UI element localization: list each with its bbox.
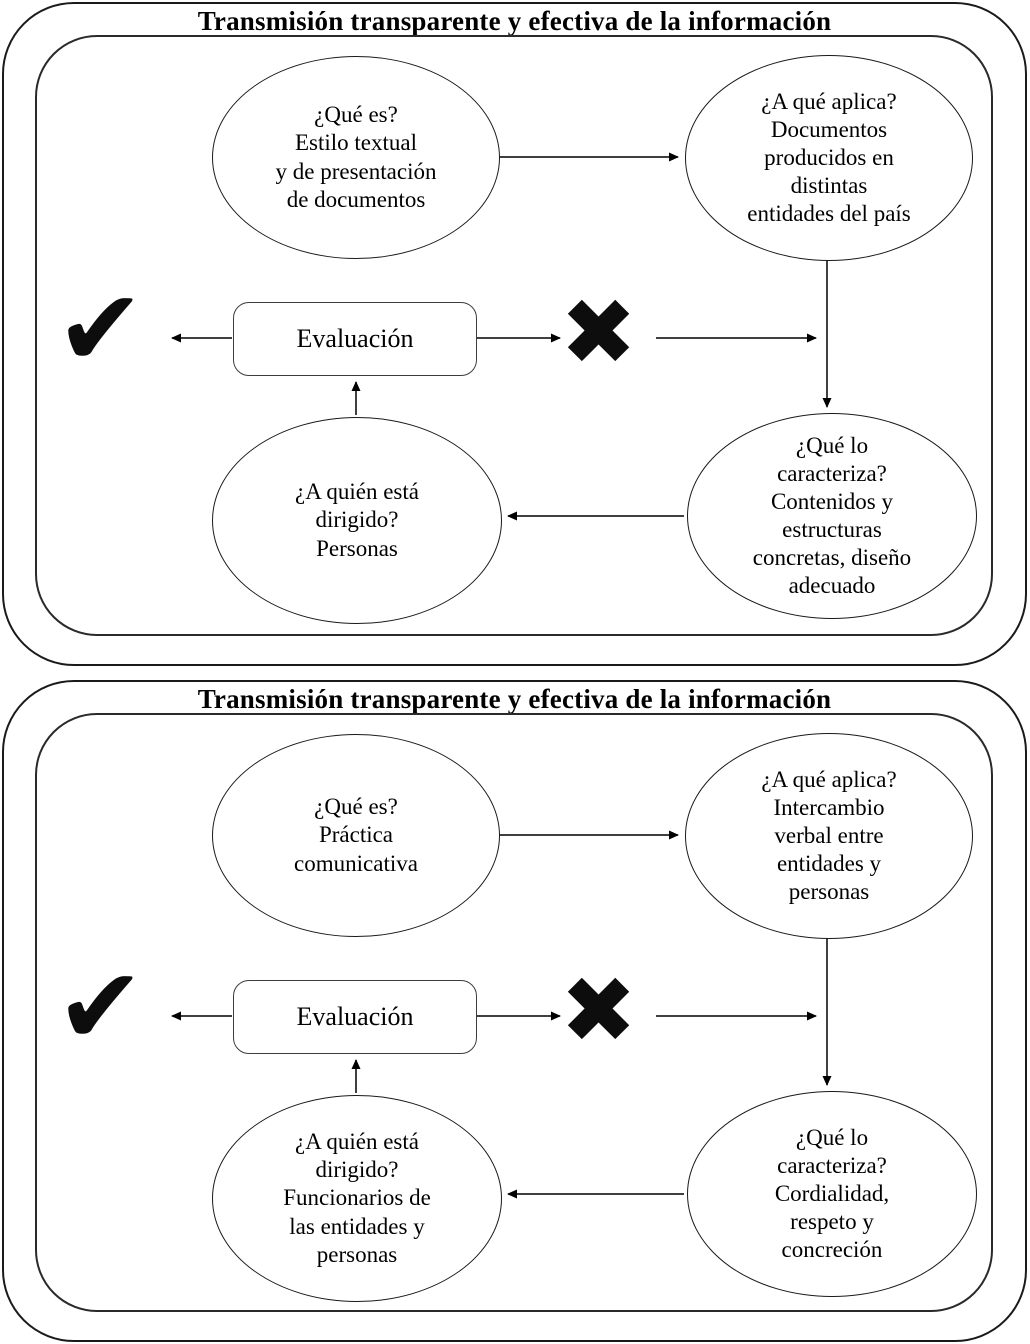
node-a-quien-dirigido: ¿A quién está dirigido? Personas	[212, 417, 502, 624]
connector-arrows-layer	[171, 152, 832, 521]
inner-frame	[35, 35, 993, 636]
panel-title: Transmisión transparente y efectiva de l…	[197, 684, 832, 714]
node-a-que-aplica: ¿A qué aplica? Documentos producidos en …	[685, 55, 973, 261]
cross-icon: ✖	[560, 957, 638, 1064]
evaluacion-box: Evaluación	[233, 302, 477, 376]
node-que-es: ¿Qué es? Práctica comunicativa	[212, 734, 500, 937]
inner-frame	[35, 713, 993, 1312]
node-a-quien-dirigido: ¿A quién está dirigido? Funcionarios de …	[212, 1095, 502, 1302]
panel-verbal-practice: Transmisión transparente y efectiva de l…	[2, 680, 1027, 1342]
check-icon: ✔	[56, 945, 145, 1068]
node-que-es: ¿Qué es? Estilo textual y de presentació…	[212, 56, 500, 259]
panel-title: Transmisión transparente y efectiva de l…	[197, 6, 832, 36]
node-a-que-aplica: ¿A qué aplica? Intercambio verbal entre …	[685, 733, 973, 939]
connector-arrows-layer	[171, 830, 832, 1199]
check-icon: ✔	[56, 267, 145, 390]
panel-written-style: Transmisión transparente y efectiva de l…	[2, 2, 1027, 666]
node-que-lo-caracteriza: ¿Qué lo caracteriza? Contenidos y estruc…	[687, 413, 977, 619]
node-que-lo-caracteriza: ¿Qué lo caracteriza? Cordialidad, respet…	[687, 1091, 977, 1297]
evaluacion-box: Evaluación	[233, 980, 477, 1054]
cross-icon: ✖	[560, 279, 638, 386]
